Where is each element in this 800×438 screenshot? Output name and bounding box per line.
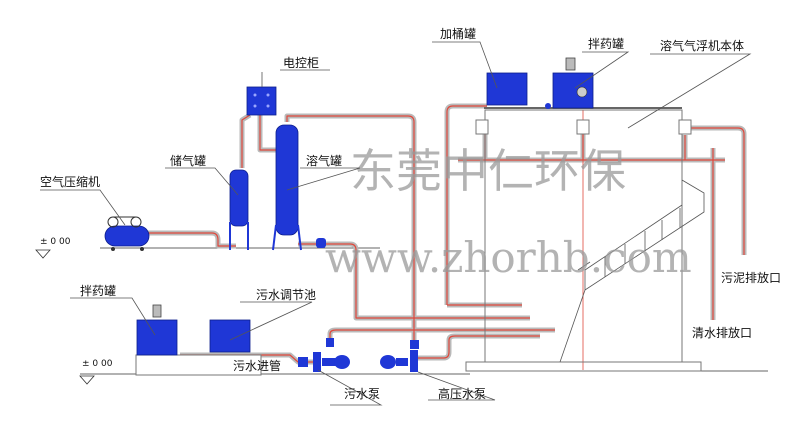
pipe-core-line bbox=[298, 243, 530, 319]
label-control-cabinet: 电控柜 bbox=[283, 56, 319, 70]
air-compressor bbox=[104, 216, 150, 251]
pipe-core-line bbox=[329, 329, 555, 342]
label-flotation-body: 溶气气浮机本体 bbox=[660, 38, 744, 53]
lower-platform bbox=[135, 354, 262, 376]
label-mixing-tank-bottom: 拌药罐 bbox=[80, 283, 116, 298]
pipe-core-line bbox=[148, 232, 236, 247]
pipe bbox=[148, 230, 236, 249]
pipe bbox=[257, 115, 276, 153]
label-air-compressor: 空气压缩机 bbox=[40, 174, 100, 189]
label-sewage-pump: 污水泵 bbox=[344, 387, 380, 401]
pipe-core-line bbox=[446, 105, 487, 305]
pipe-core-line bbox=[259, 115, 276, 151]
watermark-company: 东莞中仁环保 bbox=[350, 144, 626, 198]
control-cabinet bbox=[246, 86, 277, 116]
pipe bbox=[418, 333, 540, 361]
label-mixing-tank-top: 拌药罐 bbox=[588, 36, 624, 51]
label-clear-water-outlet: 清水排放口 bbox=[692, 325, 752, 340]
level-text: ± 0 00 bbox=[40, 237, 71, 247]
mixing-tank-bottom bbox=[136, 304, 178, 356]
label-dosing-bucket: 加桶罐 bbox=[440, 26, 476, 41]
watermark-website: www.zhorhb.com bbox=[325, 233, 692, 282]
pipe bbox=[690, 125, 747, 255]
pipe-core-line bbox=[286, 115, 415, 345]
dissolved-air-tank bbox=[272, 124, 326, 251]
high-pressure-pump bbox=[380, 340, 419, 372]
pipe-core-line bbox=[690, 127, 745, 255]
level-mark-lower: ± 0 00 bbox=[79, 359, 113, 385]
pipe bbox=[239, 112, 252, 168]
label-dissolved-air-tank: 溶气罐 bbox=[306, 153, 342, 168]
mixing-tank-top bbox=[552, 57, 594, 109]
label-sewage-regulating-tank: 污水调节池 bbox=[256, 288, 316, 302]
label-air-storage-tank: 储气罐 bbox=[170, 153, 206, 168]
pipe-core-line bbox=[241, 114, 251, 168]
label-sewage-inlet-pipe: 污水进管 bbox=[233, 358, 281, 373]
label-sludge-outlet: 污泥排放口 bbox=[721, 270, 781, 285]
leader-lines bbox=[40, 41, 752, 406]
sewage-regulating-tank bbox=[209, 319, 251, 353]
air-storage-tank bbox=[229, 169, 249, 250]
level-text: ± 0 00 bbox=[82, 359, 113, 369]
pipe-core-line bbox=[418, 335, 540, 359]
pipe-network bbox=[148, 96, 747, 365]
level-mark-upper: ± 0 00 bbox=[35, 237, 71, 259]
label-high-pressure-pump: 高压水泵 bbox=[438, 386, 486, 401]
dosing-pump-icon bbox=[545, 103, 551, 109]
sewage-pump bbox=[298, 338, 350, 372]
